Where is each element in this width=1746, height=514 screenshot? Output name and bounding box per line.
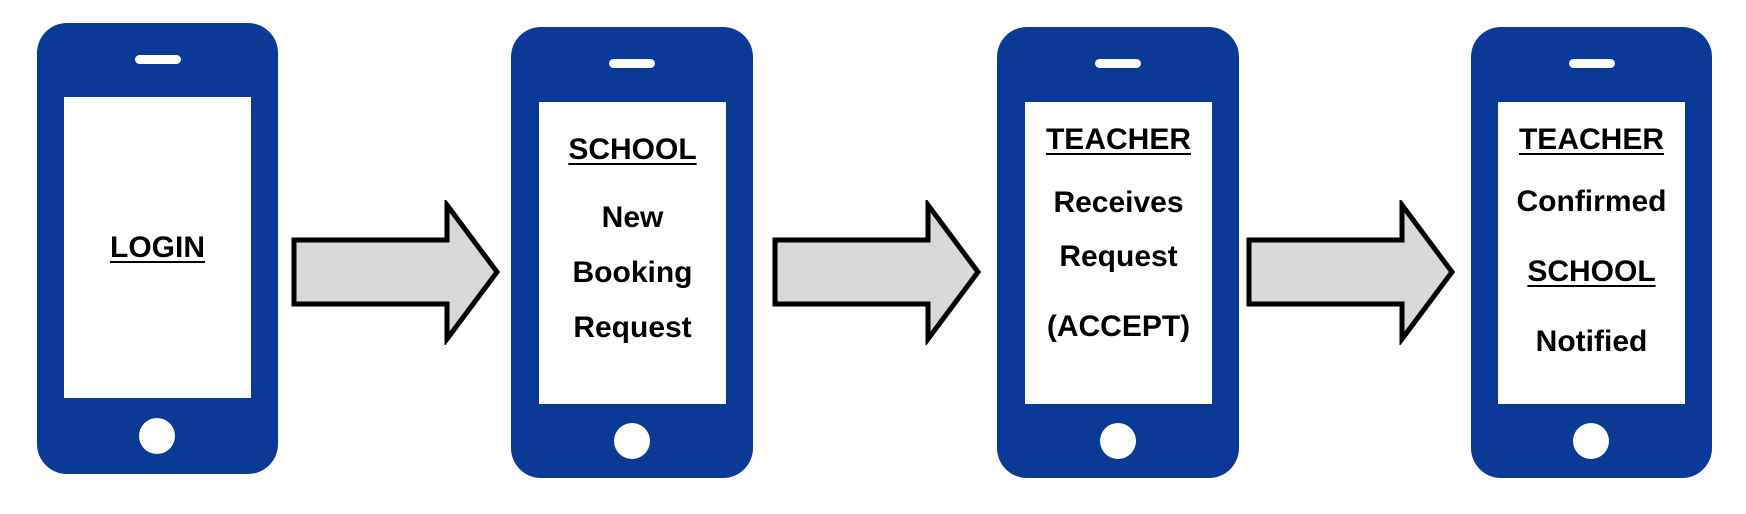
- phone-speaker: [135, 55, 181, 64]
- home-button-icon: [614, 423, 650, 459]
- phone-login: LOGIN: [37, 23, 278, 474]
- line-booking: Booking: [572, 256, 693, 289]
- line-notified: Notified: [1535, 325, 1648, 358]
- phone-screen: LOGIN: [64, 97, 251, 398]
- line-accept: (ACCEPT): [1046, 310, 1191, 343]
- phone-speaker: [1569, 59, 1615, 68]
- teacher-heading: TEACHER: [1045, 123, 1191, 156]
- home-button-icon: [1100, 423, 1136, 459]
- line-receives: Receives: [1053, 186, 1184, 219]
- home-button-icon: [139, 418, 175, 454]
- phone-teacher-receives: TEACHER Receives Request (ACCEPT): [997, 27, 1239, 478]
- school-heading: SCHOOL: [1527, 255, 1656, 288]
- phone-screen: TEACHER Receives Request (ACCEPT): [1025, 102, 1212, 404]
- school-heading: SCHOOL: [568, 133, 697, 166]
- login-label: LOGIN: [110, 230, 205, 264]
- arrow-right-icon: [1246, 200, 1456, 345]
- home-button-icon: [1573, 423, 1609, 459]
- arrow-right-icon: [291, 200, 501, 345]
- line-request: Request: [573, 311, 692, 344]
- teacher-heading: TEACHER: [1518, 123, 1664, 156]
- phone-screen: SCHOOL New Booking Request: [539, 102, 726, 404]
- phone-screen: TEACHER Confirmed SCHOOL Notified: [1498, 102, 1685, 404]
- arrow-right-icon: [772, 200, 982, 345]
- phone-speaker: [1095, 59, 1141, 68]
- phone-school-request: SCHOOL New Booking Request: [511, 27, 753, 478]
- line-request: Request: [1059, 240, 1178, 273]
- line-new: New: [601, 201, 664, 234]
- phone-teacher-confirmed: TEACHER Confirmed SCHOOL Notified: [1471, 27, 1712, 478]
- line-confirmed: Confirmed: [1516, 185, 1667, 218]
- phone-speaker: [609, 59, 655, 68]
